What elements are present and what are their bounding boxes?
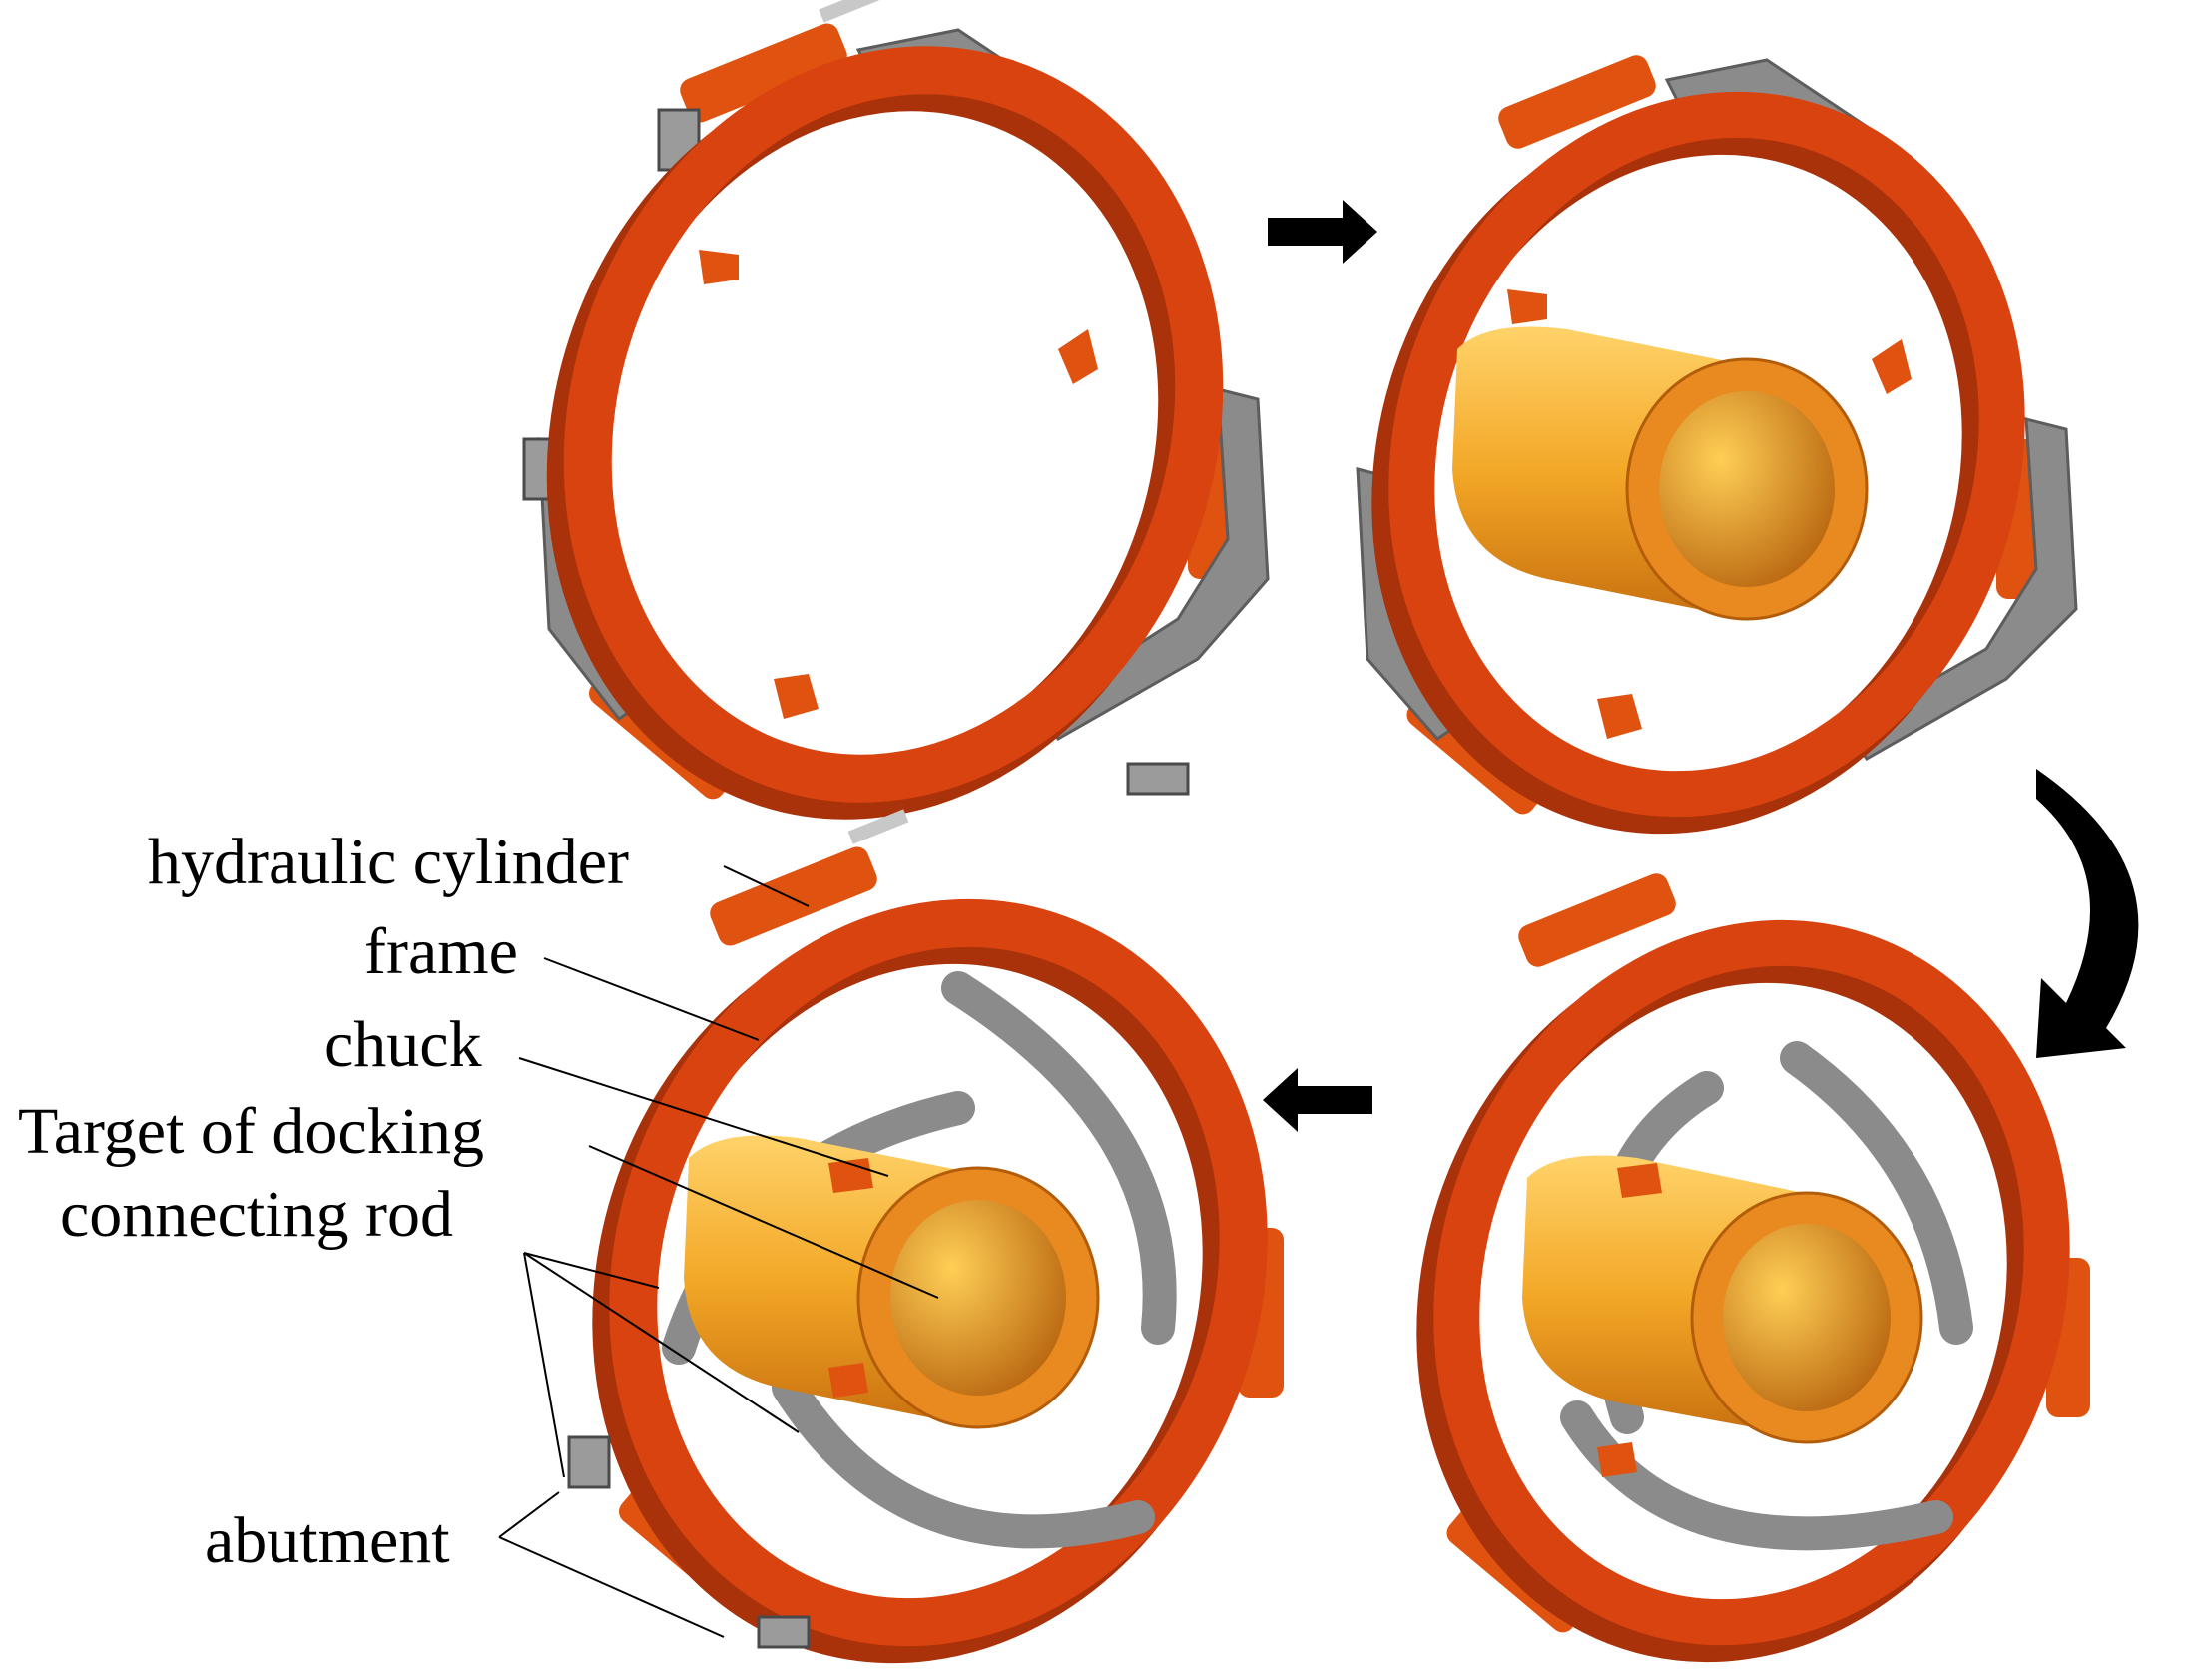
panel-step-2 bbox=[1356, 55, 2078, 835]
label-connecting-rod: connecting rod bbox=[60, 1178, 453, 1251]
panel-step-1 bbox=[522, 0, 1270, 820]
arrow-left bbox=[1263, 1068, 1372, 1132]
hydraulic-cylinder bbox=[680, 0, 889, 123]
hydraulic-cylinder bbox=[1498, 55, 1656, 149]
frame bbox=[1371, 91, 2025, 835]
target-of-docking bbox=[1452, 326, 1869, 621]
chuck bbox=[1597, 1163, 1662, 1477]
frame bbox=[1416, 919, 2070, 1663]
frame bbox=[592, 898, 1268, 1664]
label-chuck: chuck bbox=[324, 1008, 482, 1081]
panel-step-3 bbox=[1416, 873, 2090, 1663]
panel-step-4 bbox=[567, 809, 1284, 1664]
label-hydraulic-cylinder: hydraulic cylinder bbox=[148, 826, 629, 898]
hydraulic-cylinder bbox=[1518, 873, 1676, 967]
hydraulic-cylinder bbox=[710, 809, 909, 946]
abutment bbox=[567, 1435, 811, 1649]
label-abutment: abutment bbox=[205, 1504, 450, 1577]
leader-lines bbox=[498, 865, 939, 1638]
frame bbox=[546, 46, 1224, 820]
label-frame: frame bbox=[364, 915, 518, 988]
arrow-right bbox=[1268, 200, 1377, 264]
target-of-docking bbox=[684, 1135, 1100, 1429]
chuck bbox=[1507, 289, 1912, 739]
label-target-of-docking: Target of docking bbox=[18, 1095, 484, 1168]
chuck bbox=[699, 250, 1098, 719]
target-of-docking bbox=[1522, 1155, 1923, 1444]
arrow-curved-down bbox=[2036, 769, 2139, 1058]
